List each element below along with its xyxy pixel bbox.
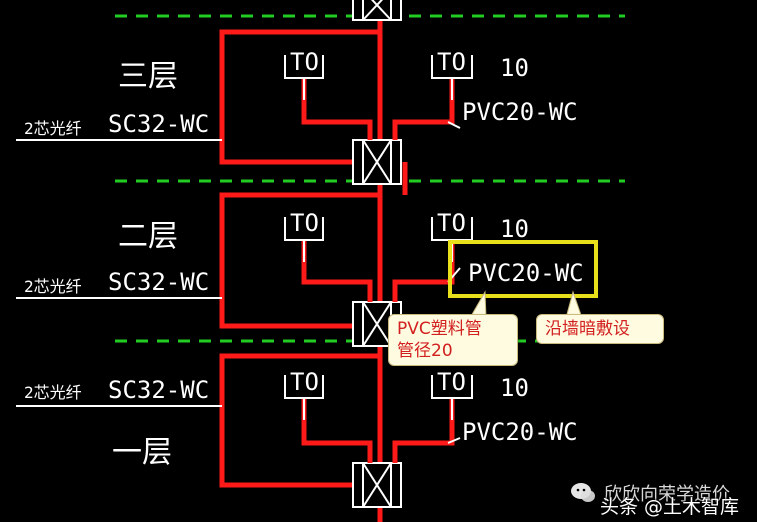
floor-label-2: 二层 xyxy=(118,219,178,254)
outlet-count-2: 10 xyxy=(500,215,529,243)
cable-pipe-2: SC32-WC xyxy=(108,268,209,296)
cable-underlines xyxy=(16,139,222,407)
cable-core-1: 2芯光纤 xyxy=(24,383,82,402)
watermark-line1: 欣欣向荣学造价 xyxy=(604,484,730,505)
outlet-label-3-left: TO xyxy=(290,48,319,76)
branch-pipe-1: PVC20-WC xyxy=(462,418,578,446)
floor-label-1: 一层 xyxy=(112,435,172,470)
cable-pipe-1: SC32-WC xyxy=(108,376,209,404)
highlight-box xyxy=(448,240,598,298)
outlet-label-3-right: TO xyxy=(437,48,466,76)
cable-core-3: 2芯光纤 xyxy=(24,119,82,138)
outlet-label-2-right: TO xyxy=(437,209,466,237)
cable-pipe-3: SC32-WC xyxy=(108,110,209,138)
main-riser xyxy=(219,0,408,522)
pvc-pipe-note-line1: PVC塑料管 xyxy=(397,319,482,339)
branch-pipe-3: PVC20-WC xyxy=(462,98,578,126)
junction-box-top xyxy=(352,0,402,21)
watermark-line2: 头条 @土木智库 xyxy=(600,496,740,518)
wechat-icon xyxy=(571,483,595,502)
outlet-count-3: 10 xyxy=(500,54,529,82)
outlet-label-1-left: TO xyxy=(290,368,319,396)
outlet-count-1: 10 xyxy=(500,374,529,402)
wall-embedded-note-text: 沿墙暗敷设 xyxy=(545,319,630,339)
floor-label-3: 三层 xyxy=(118,59,178,94)
outlet-label-1-right: TO xyxy=(437,368,466,396)
pvc-pipe-note: PVC塑料管 管径20 xyxy=(388,314,518,366)
cable-core-2: 2芯光纤 xyxy=(24,277,82,296)
junction-box-1f xyxy=(352,462,402,508)
wall-embedded-note: 沿墙暗敷设 xyxy=(536,314,664,344)
watermark: 欣欣向荣学造价 头条 @土木智库 xyxy=(570,478,757,518)
outlet-label-2-left: TO xyxy=(290,209,319,237)
pvc-pipe-note-line2: 管径20 xyxy=(397,341,453,361)
branch-pipe-2: PVC20-WC xyxy=(468,259,584,287)
junction-box-3f xyxy=(352,139,402,185)
